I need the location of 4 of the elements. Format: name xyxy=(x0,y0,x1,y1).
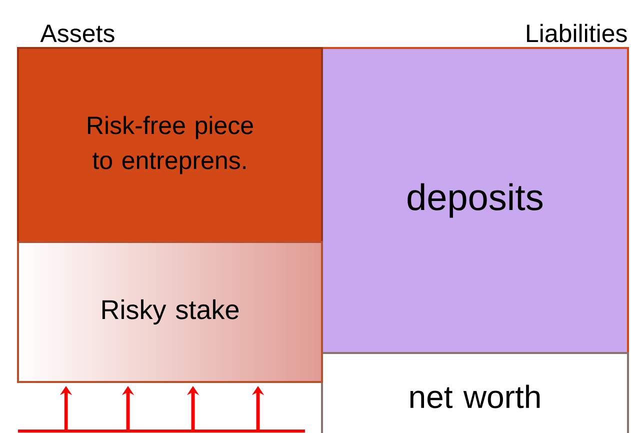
net-worth-block: net worth xyxy=(321,352,629,433)
deposits-block: deposits xyxy=(321,47,629,354)
risky-stake-block: Risky stake xyxy=(17,240,323,383)
risk-free-block: Risk-free piece to entreprens. xyxy=(17,47,323,243)
